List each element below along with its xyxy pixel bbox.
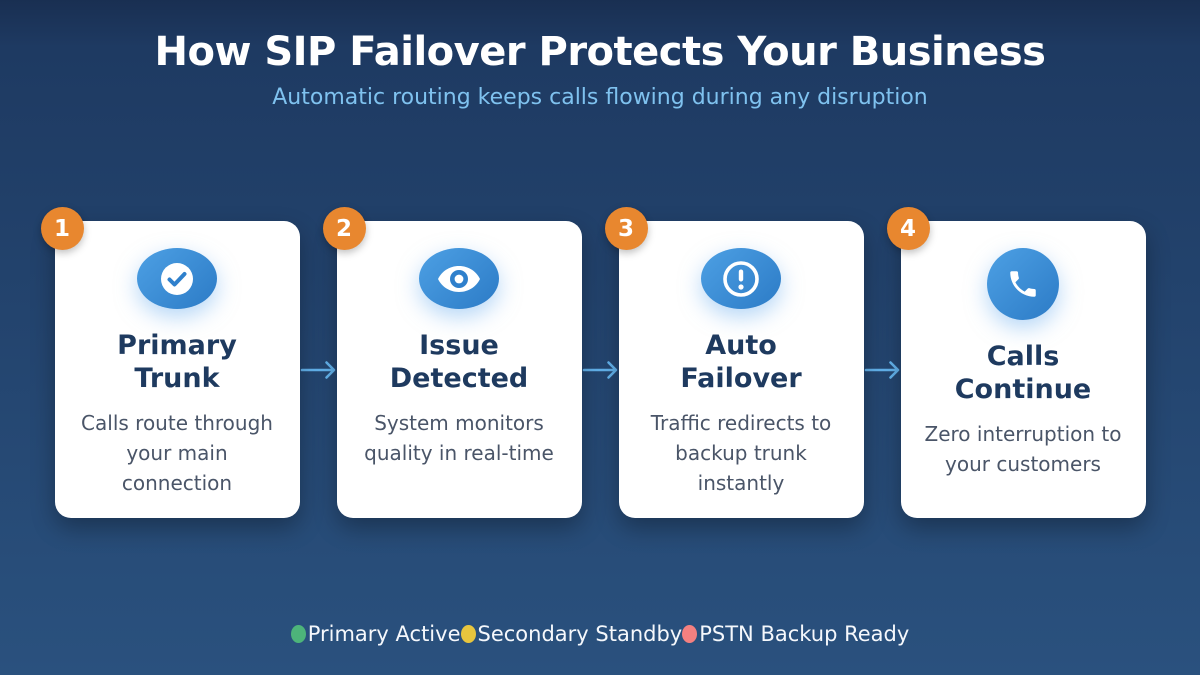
status-legend: Primary Active Secondary Standby PSTN Ba… bbox=[0, 622, 1200, 646]
page-subtitle: Automatic routing keeps calls flowing du… bbox=[272, 85, 928, 110]
step-card-primary-trunk: 1 Primary Trunk Calls route through your… bbox=[40, 207, 300, 518]
status-dot-yellow bbox=[460, 625, 476, 643]
flow-arrow-icon bbox=[582, 221, 619, 518]
legend-label: PSTN Backup Ready bbox=[699, 622, 910, 646]
step-title: Calls Continue bbox=[954, 341, 1092, 405]
legend-label: Secondary Standby bbox=[477, 622, 683, 646]
legend-label: Primary Active bbox=[307, 622, 461, 646]
flow-arrow-icon bbox=[864, 221, 901, 518]
status-dot-red bbox=[682, 625, 698, 643]
eye-icon bbox=[419, 248, 499, 309]
step-card-issue-detected: 2 Issue Detected System monitors quality… bbox=[322, 207, 582, 518]
step-description: Calls route through your main connection bbox=[81, 411, 273, 495]
step-description: Traffic redirects to backup trunk instan… bbox=[650, 411, 832, 495]
step-number-badge: 4 bbox=[886, 207, 930, 250]
header: How SIP Failover Protects Your Business … bbox=[0, 0, 1200, 112]
step-card-calls-continue: 4 Calls Continue Zero interruption to yo… bbox=[886, 207, 1146, 518]
step-card-auto-failover: 3 Auto Failover Traffic redirects to bac… bbox=[604, 207, 864, 518]
step-number-badge: 2 bbox=[322, 207, 366, 250]
legend-item-primary-active: Primary Active bbox=[290, 622, 461, 646]
flow-arrow-icon bbox=[300, 221, 337, 518]
failover-steps-flow: 1 Primary Trunk Calls route through your… bbox=[0, 207, 1200, 518]
step-number-badge: 1 bbox=[40, 207, 84, 250]
step-number-badge: 3 bbox=[604, 207, 648, 250]
legend-item-secondary-standby: Secondary Standby bbox=[460, 622, 683, 646]
step-title: Primary Trunk bbox=[117, 330, 237, 394]
check-circle-icon bbox=[137, 248, 217, 309]
step-title: Issue Detected bbox=[389, 330, 529, 394]
step-description: Zero interruption to your customers bbox=[924, 422, 1122, 476]
alert-circle-icon bbox=[701, 248, 781, 309]
phone-icon bbox=[987, 248, 1059, 320]
step-title: Auto Failover bbox=[680, 330, 802, 394]
status-dot-green bbox=[290, 625, 306, 643]
page-title: How SIP Failover Protects Your Business bbox=[154, 29, 1046, 75]
legend-item-pstn-backup: PSTN Backup Ready bbox=[682, 622, 909, 646]
step-description: System monitors quality in real-time bbox=[364, 411, 554, 465]
